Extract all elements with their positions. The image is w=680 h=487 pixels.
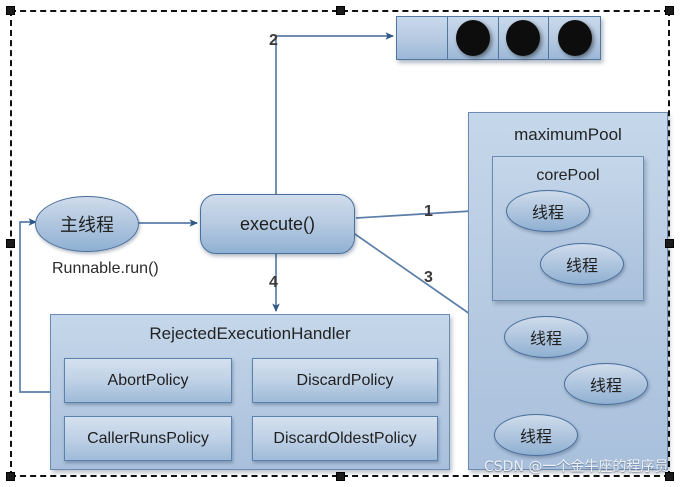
maximum-pool-thread-0[interactable]: 线程 [504, 316, 588, 358]
wire-execute-to-queue [275, 32, 394, 196]
thread-label: 线程 [531, 203, 564, 222]
step-number-2: 2 [269, 32, 278, 49]
thread-label: 线程 [519, 427, 552, 446]
policy-abort[interactable]: AbortPolicy [64, 358, 232, 403]
policy-label: AbortPolicy [107, 371, 189, 389]
wire-handler-to-mainthread [19, 218, 50, 393]
resize-handle-top-left[interactable] [6, 6, 15, 15]
resize-handle-middle-left[interactable] [6, 239, 15, 248]
thread-label: 线程 [589, 376, 622, 395]
resize-handle-bottom-left[interactable] [6, 472, 15, 481]
queue-cell-2[interactable] [499, 17, 550, 59]
task-dot-icon [455, 20, 490, 56]
resize-handle-bottom-right[interactable] [665, 472, 674, 481]
core-pool-thread-0[interactable]: 线程 [506, 190, 590, 232]
policy-discard[interactable]: DiscardPolicy [252, 358, 438, 403]
policy-label: DiscardPolicy [296, 371, 394, 389]
queue-cell-3[interactable] [549, 17, 600, 59]
core-pool-thread-1[interactable]: 线程 [540, 243, 624, 285]
thread-label: 线程 [565, 256, 598, 275]
policy-label: CallerRunsPolicy [87, 429, 209, 447]
maximum-pool-thread-1[interactable]: 线程 [564, 363, 648, 405]
maximum-pool-title: maximumPool [514, 125, 622, 144]
thread-label: 线程 [529, 329, 562, 348]
maximum-pool-thread-2[interactable]: 线程 [494, 414, 578, 456]
resize-handle-top-center[interactable] [336, 6, 345, 15]
resize-handle-middle-right[interactable] [665, 239, 674, 248]
policy-caller-runs[interactable]: CallerRunsPolicy [64, 416, 232, 461]
main-thread-label: 主线程 [60, 215, 114, 236]
step-number-1: 1 [424, 203, 433, 220]
task-dot-icon [557, 20, 592, 56]
main-thread-node[interactable]: 主线程 [35, 196, 139, 252]
csdn-watermark: CSDN @一个金牛座的程序员 [484, 459, 669, 475]
resize-handle-top-right[interactable] [665, 6, 674, 15]
work-queue[interactable] [396, 16, 601, 60]
task-dot-icon [506, 20, 541, 56]
resize-handle-bottom-center[interactable] [336, 472, 345, 481]
execute-node[interactable]: execute() [200, 194, 355, 254]
runnable-run-label: Runnable.run() [52, 260, 159, 277]
queue-cell-0[interactable] [397, 17, 448, 59]
core-pool-title: corePool [536, 167, 600, 184]
step-number-4: 4 [269, 274, 278, 291]
rejected-execution-handler-title: RejectedExecutionHandler [149, 324, 351, 343]
policy-label: DiscardOldestPolicy [273, 429, 417, 447]
policy-discard-oldest[interactable]: DiscardOldestPolicy [252, 416, 438, 461]
queue-cell-1[interactable] [448, 17, 499, 59]
execute-label: execute() [239, 213, 316, 234]
step-number-3: 3 [424, 269, 433, 286]
